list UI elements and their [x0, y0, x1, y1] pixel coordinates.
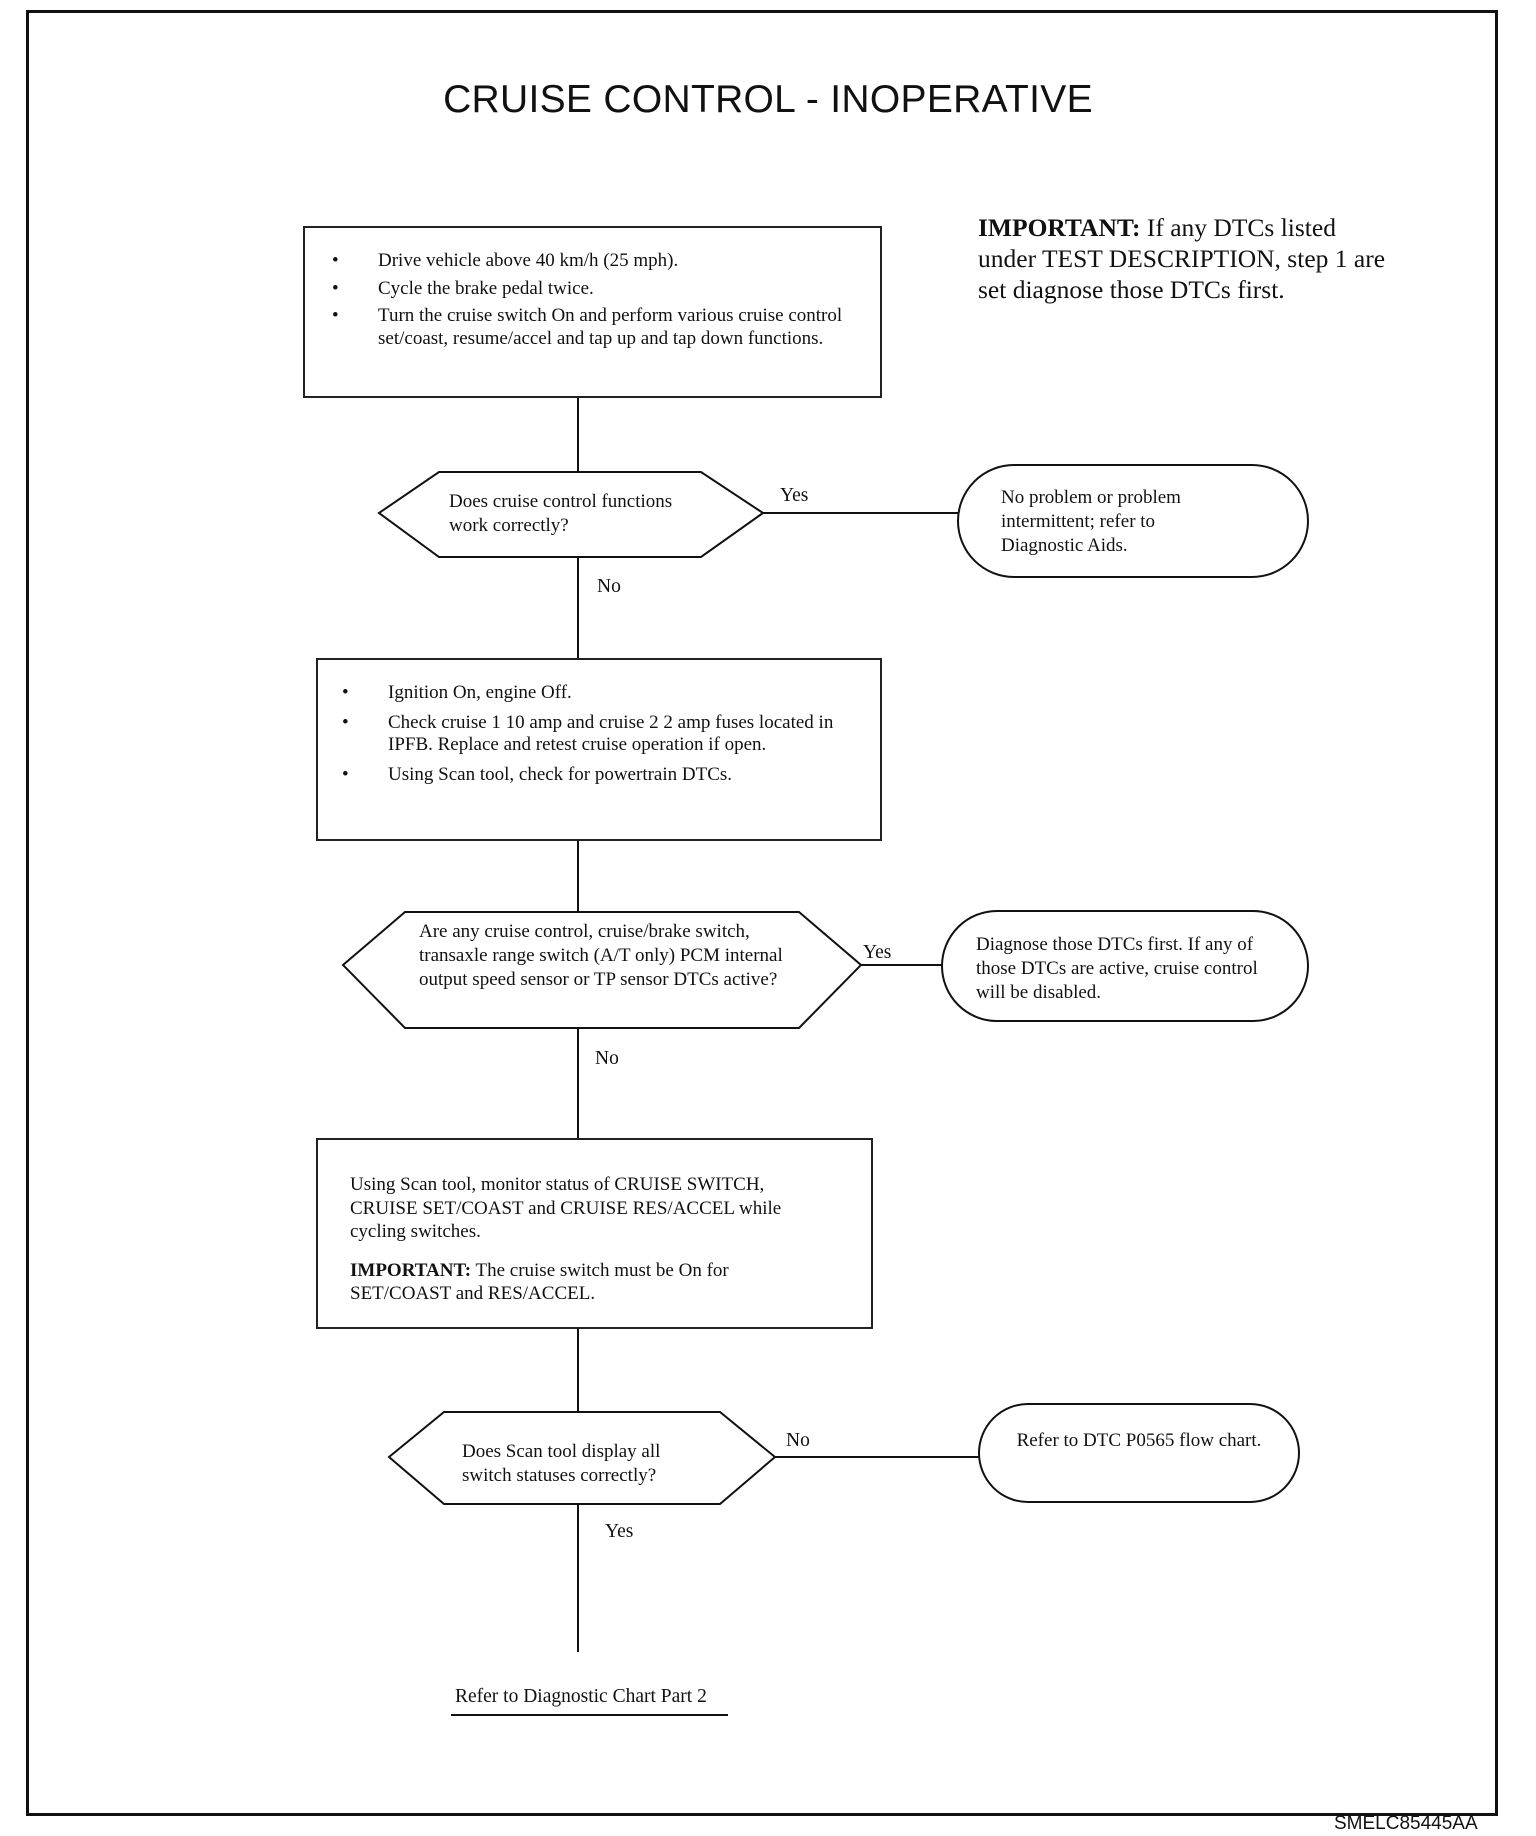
step3-content: Using Scan tool, monitor status of CRUIS… — [350, 1173, 830, 1306]
terminal3-text: Refer to DTC P0565 flow chart. — [1016, 1430, 1262, 1451]
part2-reference-underline — [451, 1714, 728, 1716]
step2-item: • Using Scan tool, check for powertrain D… — [342, 763, 838, 787]
bullet-icon: • — [342, 682, 349, 703]
page-border — [26, 10, 1498, 1816]
decision1-no-label: No — [597, 576, 621, 597]
terminal1-text: No problem or problem intermittent; refe… — [1001, 487, 1181, 556]
important-note-label: IMPORTANT: — [978, 213, 1141, 242]
step1-item-text: Turn the cruise switch On and perform va… — [378, 305, 843, 349]
step2-item-text: Ignition On, engine Off. — [388, 682, 572, 703]
step1-item-text: Drive vehicle above 40 km/h (25 mph). — [378, 250, 679, 271]
decision2-yes-label: Yes — [863, 942, 892, 963]
bullet-icon: • — [332, 277, 339, 299]
important-note: IMPORTANT: If any DTCs listed under TEST… — [978, 212, 1398, 305]
decision2-shape — [341, 911, 863, 1029]
terminal2-shape — [941, 910, 1309, 1022]
decision1-text: Does cruise control functions work corre… — [449, 491, 673, 536]
decision2-text: Are any cruise control, cruise/brake swi… — [419, 921, 783, 990]
bullet-icon: • — [342, 763, 349, 785]
decision3-yes-label: Yes — [605, 1521, 634, 1542]
step3-text: Using Scan tool, monitor status of CRUIS… — [350, 1174, 782, 1242]
bullet-icon: • — [332, 305, 339, 326]
terminal1-shape — [957, 464, 1309, 578]
decision1-shape — [377, 471, 765, 558]
step2-item-text: Check cruise 1 10 amp and cruise 2 2 amp… — [388, 711, 834, 756]
part2-reference-link[interactable]: Refer to Diagnostic Chart Part 2 — [455, 1686, 707, 1707]
figure-id: SMELC85445AA — [1334, 1813, 1478, 1834]
step2-item: • Check cruise 1 10 amp and cruise 2 2 am… — [342, 711, 838, 757]
step3-box: Using Scan tool, monitor status of CRUIS… — [316, 1138, 873, 1329]
decision3-text: Does Scan tool display all switch status… — [462, 1441, 661, 1486]
step1-item: • Turn the cruise switch On and perform v… — [332, 305, 848, 350]
step1-list: • Drive vehicle above 40 km/h (25 mph). •… — [332, 250, 848, 350]
step3-important: IMPORTANT: The cruise switch must be On … — [350, 1259, 830, 1306]
step2-list: • Ignition On, engine Off. • Check cruise … — [342, 682, 838, 787]
important-note-text: If any DTCs listed under TEST DESCRIPTIO… — [978, 213, 1386, 304]
decision3-shape — [387, 1411, 777, 1505]
decision3-no-label: No — [786, 1430, 810, 1451]
step3-important-label: IMPORTANT: — [350, 1259, 472, 1281]
step1-box: • Drive vehicle above 40 km/h (25 mph). •… — [303, 226, 882, 398]
step1-item: • Drive vehicle above 40 km/h (25 mph). — [332, 250, 848, 273]
terminal2-text: Diagnose those DTCs first. If any of tho… — [976, 934, 1258, 1003]
step2-item: • Ignition On, engine Off. — [342, 682, 838, 705]
page-title: CRUISE CONTROL - INOPERATIVE — [443, 78, 1093, 121]
step3-important-text: The cruise switch must be On for SET/COA… — [350, 1259, 729, 1305]
bullet-icon: • — [332, 250, 339, 271]
bullet-icon: • — [342, 711, 349, 733]
decision2-no-label: No — [595, 1048, 619, 1069]
step1-item-text: Cycle the brake pedal twice. — [378, 277, 594, 299]
step2-box: • Ignition On, engine Off. • Check cruise … — [316, 658, 882, 841]
decision1-yes-label: Yes — [780, 485, 809, 506]
step2-item-text: Using Scan tool, check for powertrain DT… — [388, 763, 733, 785]
terminal3-shape — [978, 1403, 1300, 1503]
step1-item: • Cycle the brake pedal twice. — [332, 277, 848, 301]
